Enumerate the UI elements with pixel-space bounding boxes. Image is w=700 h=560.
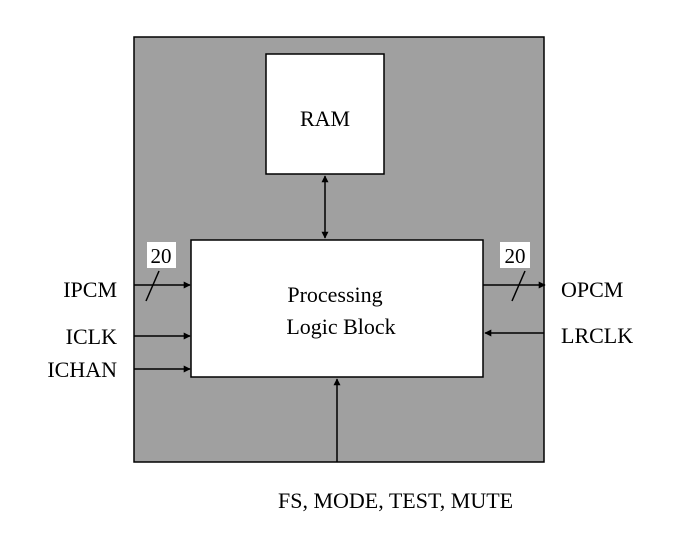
ipcm-bus-width-box	[147, 242, 176, 268]
opcm-bus-slash	[511, 270, 526, 302]
lrclk-label: LRCLK	[561, 323, 633, 348]
ram-label: RAM	[300, 106, 350, 131]
ipcm-bus-slash	[145, 270, 160, 302]
processing-logic-block	[190, 239, 484, 378]
logic-block-label-line1: Processing	[287, 282, 382, 307]
opcm-label: OPCM	[561, 277, 623, 302]
logic-block-label-line2: Logic Block	[286, 314, 395, 339]
opcm-bus-width-box	[500, 242, 530, 268]
ipcm-bus-width-label: 20	[151, 244, 172, 268]
ram-block	[265, 53, 385, 175]
ichan-label: ICHAN	[47, 357, 117, 382]
ipcm-label: IPCM	[63, 277, 117, 302]
iclk-label: ICLK	[66, 324, 117, 349]
control-inputs-label: FS, MODE, TEST, MUTE	[278, 488, 513, 513]
opcm-bus-width-label: 20	[505, 244, 526, 268]
